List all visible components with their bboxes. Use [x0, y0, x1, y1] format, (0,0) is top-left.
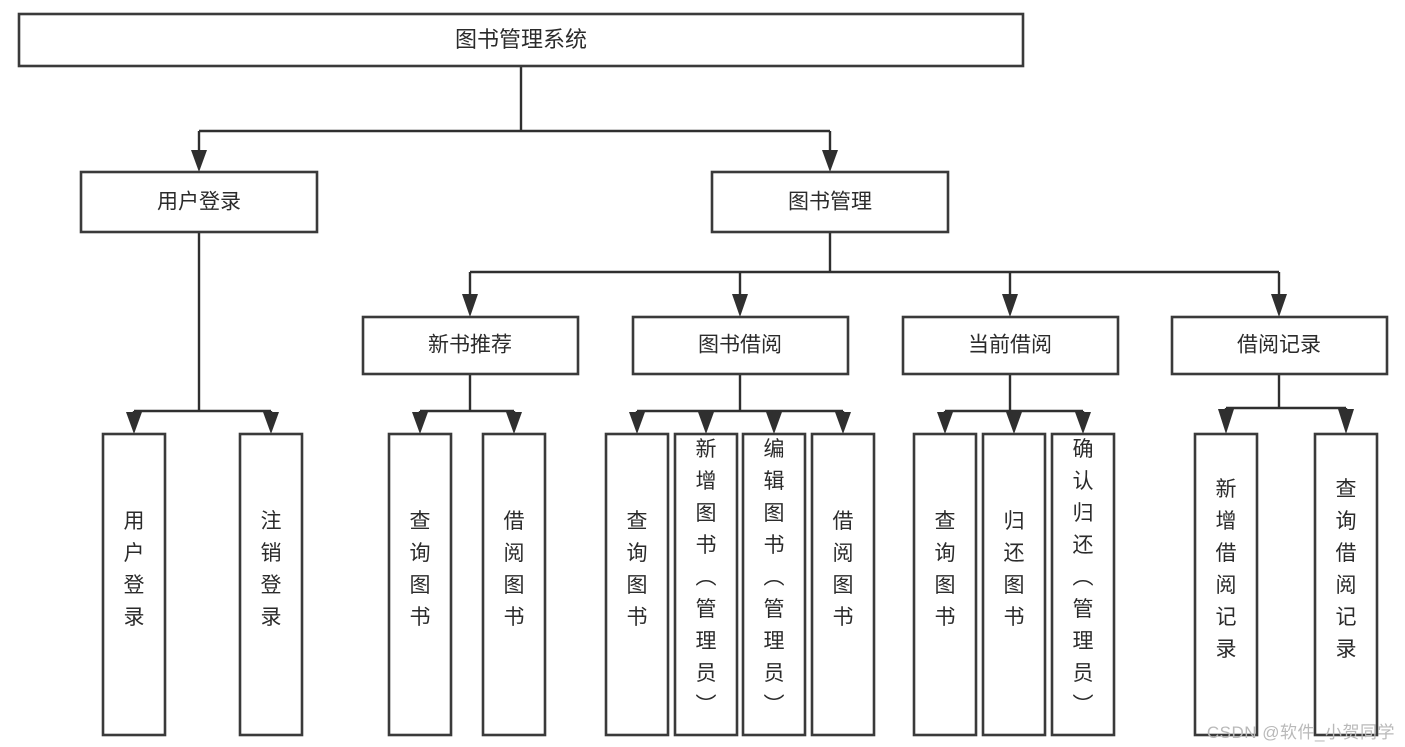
- leaf-label-borrow-add: 新增图书︵管理员︶: [696, 438, 717, 717]
- leaf-box-newbook-borrow: [481, 432, 547, 737]
- connector-layer: [126, 66, 1354, 434]
- leaf-label-borrow-edit: 编辑图书︵管理员︶: [764, 438, 785, 717]
- node-book-management[interactable]: 图书管理: [710, 170, 950, 234]
- leaf-node-borrow-query[interactable]: 查询图书: [604, 432, 670, 737]
- leaf-label-newbook-borrow: 借阅图书: [504, 510, 525, 629]
- leaf-node-user-logout[interactable]: 注销登录: [238, 432, 304, 737]
- arrow-head-leaf-bookborrow-3: [835, 412, 851, 434]
- leaf-node-current-return[interactable]: 归还图书: [981, 432, 1047, 737]
- leaf-node-current-confirm[interactable]: 确认归还︵管理员︶: [1050, 432, 1116, 737]
- node-book-management-box: [710, 170, 950, 234]
- leaf-box-record-add: [1193, 432, 1259, 737]
- arrow-head-leaf-newbook-0: [412, 412, 428, 434]
- leaf-node-record-query[interactable]: 查询借阅记录: [1313, 432, 1379, 737]
- leaf-box-current-return: [981, 432, 1047, 737]
- node-borrow-record-box: [1170, 315, 1389, 376]
- arrow-head-leaf-currentborrow-0: [937, 412, 953, 434]
- arrow-head-to-current-borrow: [1002, 294, 1018, 317]
- node-book-borrow-box: [631, 315, 850, 376]
- leaf-label-borrow-query: 查询图书: [627, 510, 648, 629]
- node-current-borrow-label: 当前借阅: [968, 334, 1052, 357]
- node-user-login-box: [79, 170, 319, 234]
- node-new-book-recommend-label: 新书推荐: [428, 334, 512, 357]
- leaf-node-user-login[interactable]: 用户登录: [101, 432, 167, 737]
- node-borrow-record[interactable]: 借阅记录: [1170, 315, 1389, 376]
- arrow-head-leaf-newbook-1: [506, 412, 522, 434]
- node-new-book-recommend-box: [361, 315, 580, 376]
- arrow-head-to-userlogin: [191, 150, 207, 172]
- leaf-node-borrow-add[interactable]: 新增图书︵管理员︶: [673, 432, 739, 737]
- leaf-box-current-query: [912, 432, 978, 737]
- arrow-head-to-bookmgmt: [822, 150, 838, 172]
- arrow-head-leaf-user-login: [126, 412, 142, 434]
- leaf-label-current-confirm: 确认归还︵管理员︶: [1073, 438, 1094, 717]
- leaf-node-borrow-book[interactable]: 借阅图书: [810, 432, 876, 737]
- node-borrow-record-label: 借阅记录: [1237, 334, 1321, 357]
- leaf-label-record-query: 查询借阅记录: [1336, 478, 1357, 661]
- leaf-node-borrow-edit[interactable]: 编辑图书︵管理员︶: [741, 432, 807, 737]
- arrow-head-to-new-book: [462, 294, 478, 317]
- leaf-box-user-login: [101, 432, 167, 737]
- leaf-label-current-return: 归还图书: [1004, 510, 1025, 629]
- arrow-head-to-borrow-record: [1271, 294, 1287, 317]
- leaf-box-borrow-edit: [741, 432, 807, 737]
- node-user-login[interactable]: 用户登录: [79, 170, 319, 234]
- node-root-system[interactable]: 图书管理系统: [17, 12, 1025, 68]
- leaf-node-newbook-borrow[interactable]: 借阅图书: [481, 432, 547, 737]
- leaf-box-current-confirm: [1050, 432, 1116, 737]
- node-book-borrow[interactable]: 图书借阅: [631, 315, 850, 376]
- leaf-box-record-query: [1313, 432, 1379, 737]
- arrow-head-leaf-borrowrecord-1: [1338, 409, 1354, 434]
- leaf-label-newbook-query: 查询图书: [410, 510, 431, 629]
- arrow-head-leaf-bookborrow-0: [629, 412, 645, 434]
- leaf-node-record-add[interactable]: 新增借阅记录: [1193, 432, 1259, 737]
- leaf-label-borrow-book: 借阅图书: [833, 510, 854, 629]
- arrow-head-leaf-bookborrow-2: [766, 412, 782, 434]
- leaf-label-current-query: 查询图书: [935, 510, 956, 629]
- leaf-label-user-login: 用户登录: [124, 510, 145, 629]
- node-root-label: 图书管理系统: [455, 27, 587, 52]
- arrow-head-leaf-user-logout: [263, 412, 279, 434]
- node-current-borrow-box: [901, 315, 1120, 376]
- node-user-login-label: 用户登录: [157, 191, 241, 214]
- leaf-box-borrow-add: [673, 432, 739, 737]
- leaf-label-record-add: 新增借阅记录: [1216, 478, 1237, 661]
- node-book-borrow-label: 图书借阅: [698, 334, 782, 357]
- arrow-head-to-book-borrow: [732, 294, 748, 317]
- arrow-head-leaf-borrowrecord-0: [1218, 409, 1234, 434]
- node-current-borrow[interactable]: 当前借阅: [901, 315, 1120, 376]
- arrow-head-leaf-currentborrow-1: [1006, 412, 1022, 434]
- leaf-node-current-query[interactable]: 查询图书: [912, 432, 978, 737]
- node-book-management-label: 图书管理: [788, 191, 872, 214]
- leaf-node-newbook-query[interactable]: 查询图书: [387, 432, 453, 737]
- leaf-box-borrow-book: [810, 432, 876, 737]
- node-root-box: [17, 12, 1025, 68]
- leaf-box-newbook-query: [387, 432, 453, 737]
- leaf-box-user-logout: [238, 432, 304, 737]
- leaf-label-user-logout: 注销登录: [261, 510, 282, 629]
- leaf-box-borrow-query: [604, 432, 670, 737]
- arrow-head-leaf-bookborrow-1: [698, 412, 714, 434]
- arrow-head-leaf-currentborrow-2: [1075, 412, 1091, 434]
- node-new-book-recommend[interactable]: 新书推荐: [361, 315, 580, 376]
